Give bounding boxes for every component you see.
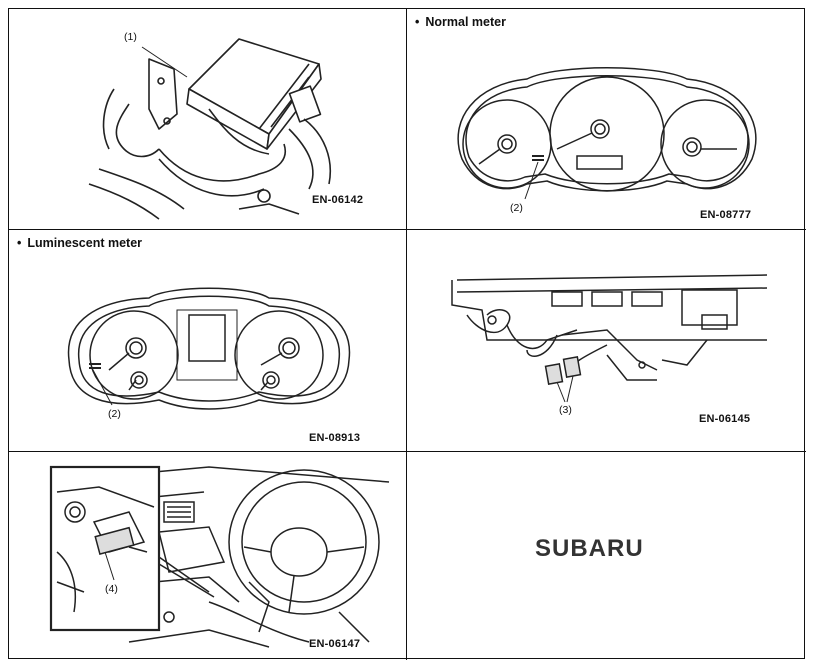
callout-2: (2) — [510, 202, 523, 214]
heading-text: Normal meter — [425, 15, 506, 29]
heading-text: Luminescent meter — [27, 236, 143, 250]
bullet: • — [415, 15, 420, 29]
figure-code: EN-08777 — [700, 209, 752, 221]
figure-code: EN-06147 — [309, 638, 361, 650]
ecm-illustration — [88, 38, 331, 220]
panel-luminescent-meter: • Luminescent meter — [9, 230, 407, 452]
figure-code: EN-06142 — [312, 194, 364, 206]
harness-connector-illustration — [451, 274, 768, 403]
callout-3: (3) — [559, 404, 572, 416]
data-link-connector-illustration — [49, 465, 390, 648]
bullet: • — [17, 236, 22, 250]
normal-meter-illustration — [457, 67, 757, 200]
luminescent-meter-illustration — [67, 287, 351, 410]
panel-logo: SUBARU — [407, 452, 806, 660]
subaru-logo: SUBARU — [535, 535, 644, 562]
panel-heading: • Luminescent meter — [17, 236, 142, 250]
figure-code: EN-08913 — [309, 432, 361, 444]
figure-grid: (1) EN-06142 • Normal meter — [8, 8, 806, 660]
callout-1: (1) — [124, 31, 137, 43]
figure-code: EN-06145 — [699, 413, 751, 425]
panel-heading: • Normal meter — [415, 15, 506, 29]
panel-harness-connector: (3) EN-06145 — [407, 230, 806, 452]
callout-2: (2) — [108, 408, 121, 420]
panel-data-link-connector: (4) EN-06147 — [9, 452, 407, 660]
panel-ecm: (1) EN-06142 — [9, 9, 407, 230]
panel-normal-meter: • Normal meter (2) EN-08777 — [407, 9, 806, 230]
callout-4: (4) — [105, 583, 118, 595]
